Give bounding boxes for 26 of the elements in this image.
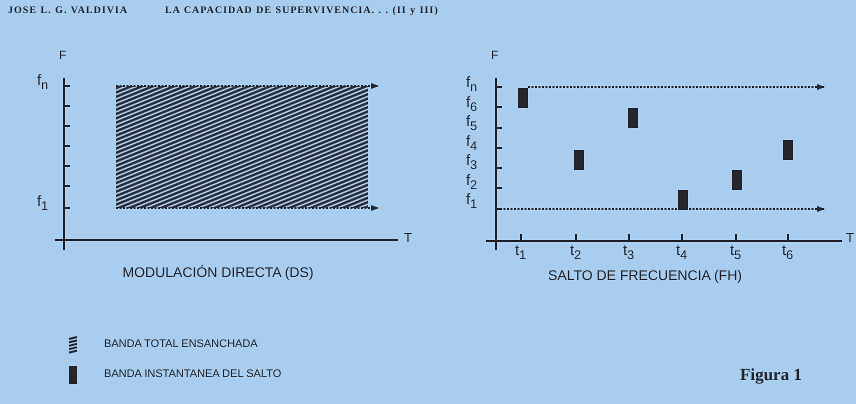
tick-label: f$_{2}$	[466, 172, 478, 192]
tick-label: f$_{1}$	[466, 192, 478, 212]
running-header: LA CAPACIDAD DE SUPERVIVENCIA. . . (II y III)	[165, 5, 439, 16]
tick-label: f$_{6}$	[466, 94, 478, 114]
tick-label: f$_{3}$	[466, 153, 478, 173]
tick-label: f$_{1}$	[37, 194, 48, 214]
tick-label: f$_{4}$	[466, 134, 478, 154]
tick-label: t$_{1}$	[515, 243, 526, 263]
axis-label: F	[491, 49, 498, 62]
tick-label: f$_{5}$	[466, 114, 478, 134]
chart-caption: SALTO DE FRECUENCIA (FH)	[548, 268, 742, 284]
axis-label: T	[846, 231, 854, 246]
legend-label: BANDA INSTANTANEA DEL SALTO	[104, 368, 282, 380]
running-header: JOSE L. G. VALDIVIA	[8, 5, 128, 16]
axis-label: T	[404, 231, 412, 246]
tick-label: t$_{5}$	[730, 243, 742, 263]
legend-label: BANDA TOTAL ENSANCHADA	[104, 338, 258, 350]
tick-label: t$_{4}$	[676, 243, 688, 263]
tick-label: f$_{n}$	[37, 73, 48, 93]
figure-caption: Figura 1	[740, 366, 802, 385]
chart-caption: MODULACIÓN DIRECTA (DS)	[122, 265, 314, 280]
tick-label: t$_{6}$	[782, 243, 794, 263]
tick-label: t$_{2}$	[570, 243, 582, 263]
tick-label: t$_{3}$	[623, 243, 634, 263]
tick-label: f$_{n}$	[466, 75, 478, 95]
axis-label: F	[59, 49, 66, 62]
